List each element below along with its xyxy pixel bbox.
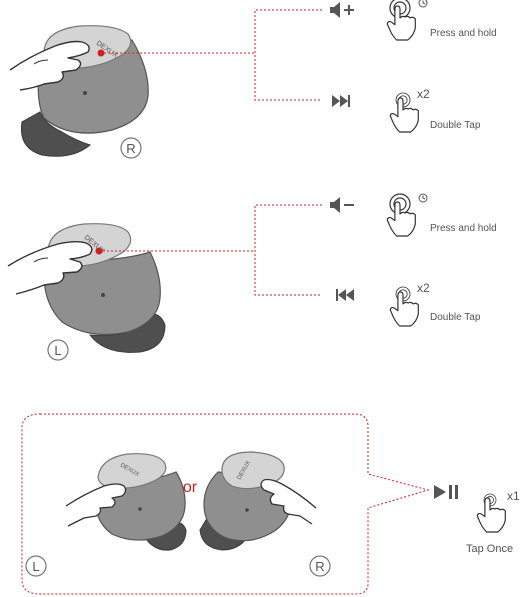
- callout-frame: [21, 413, 430, 595]
- right-earbud-small: DEXUX: [199, 451, 317, 551]
- touch-point-marker: [97, 49, 105, 57]
- double-tap-icon: [389, 286, 419, 327]
- finger-illustration: [9, 40, 90, 91]
- finger-illustration: [65, 483, 127, 527]
- function-row-volume-down: Press and hold: [330, 193, 497, 237]
- or-connector: or: [183, 479, 198, 496]
- clock-icon: [418, 193, 428, 203]
- function-row-previous-track: x2 Double Tap: [336, 281, 481, 327]
- sensor-dot: [101, 293, 105, 297]
- tap-count: x2: [417, 87, 430, 101]
- left-earbud-section: DEXUX L: [7, 193, 497, 361]
- svg-text:R: R: [126, 141, 135, 156]
- function-row-play-pause: x1 Tap Once: [434, 485, 520, 555]
- gesture-label: Double Tap: [430, 120, 481, 131]
- sensor-dot: [245, 508, 249, 512]
- gesture-label: Press and hold: [430, 28, 497, 39]
- press-and-hold-icon: [386, 193, 416, 237]
- gesture-label: Press and hold: [430, 223, 497, 234]
- gesture-label: Double Tap: [430, 312, 481, 323]
- next-track-icon: [332, 95, 350, 107]
- volume-up-icon: [330, 2, 354, 18]
- connector-lines: [104, 9, 322, 101]
- double-tap-icon: [389, 92, 419, 133]
- tap-count: x2: [417, 281, 430, 295]
- function-row-volume-up: Press and hold: [330, 0, 497, 41]
- svg-text:R: R: [315, 559, 324, 574]
- finger-illustration: [7, 241, 93, 295]
- finger-illustration: [260, 478, 317, 525]
- play-pause-icon: [434, 485, 458, 499]
- sensor-dot: [83, 91, 87, 95]
- volume-down-icon: [330, 197, 354, 213]
- play-pause-section: DEXUX or DEXUX L R: [21, 413, 520, 595]
- sensor-dot: [138, 507, 142, 511]
- connector-lines: [103, 204, 322, 296]
- tap-count: x1: [507, 489, 520, 503]
- single-tap-icon: [476, 493, 506, 533]
- side-badge-left: L: [47, 339, 69, 361]
- svg-text:L: L: [54, 343, 61, 358]
- right-earbud-section: DEXUX R: [9, 0, 497, 159]
- left-earbud-small: DEXUX: [65, 453, 187, 551]
- touch-point-marker: [95, 247, 103, 255]
- function-row-next-track: x2 Double Tap: [332, 87, 481, 133]
- clock-icon: [418, 0, 428, 8]
- previous-track-icon: [336, 289, 354, 301]
- press-and-hold-icon: [386, 0, 416, 41]
- side-badge-left: L: [25, 555, 47, 577]
- side-badge-right: R: [120, 137, 142, 159]
- svg-text:L: L: [32, 559, 39, 574]
- gesture-label: Tap Once: [466, 543, 513, 555]
- side-badge-right: R: [309, 555, 331, 577]
